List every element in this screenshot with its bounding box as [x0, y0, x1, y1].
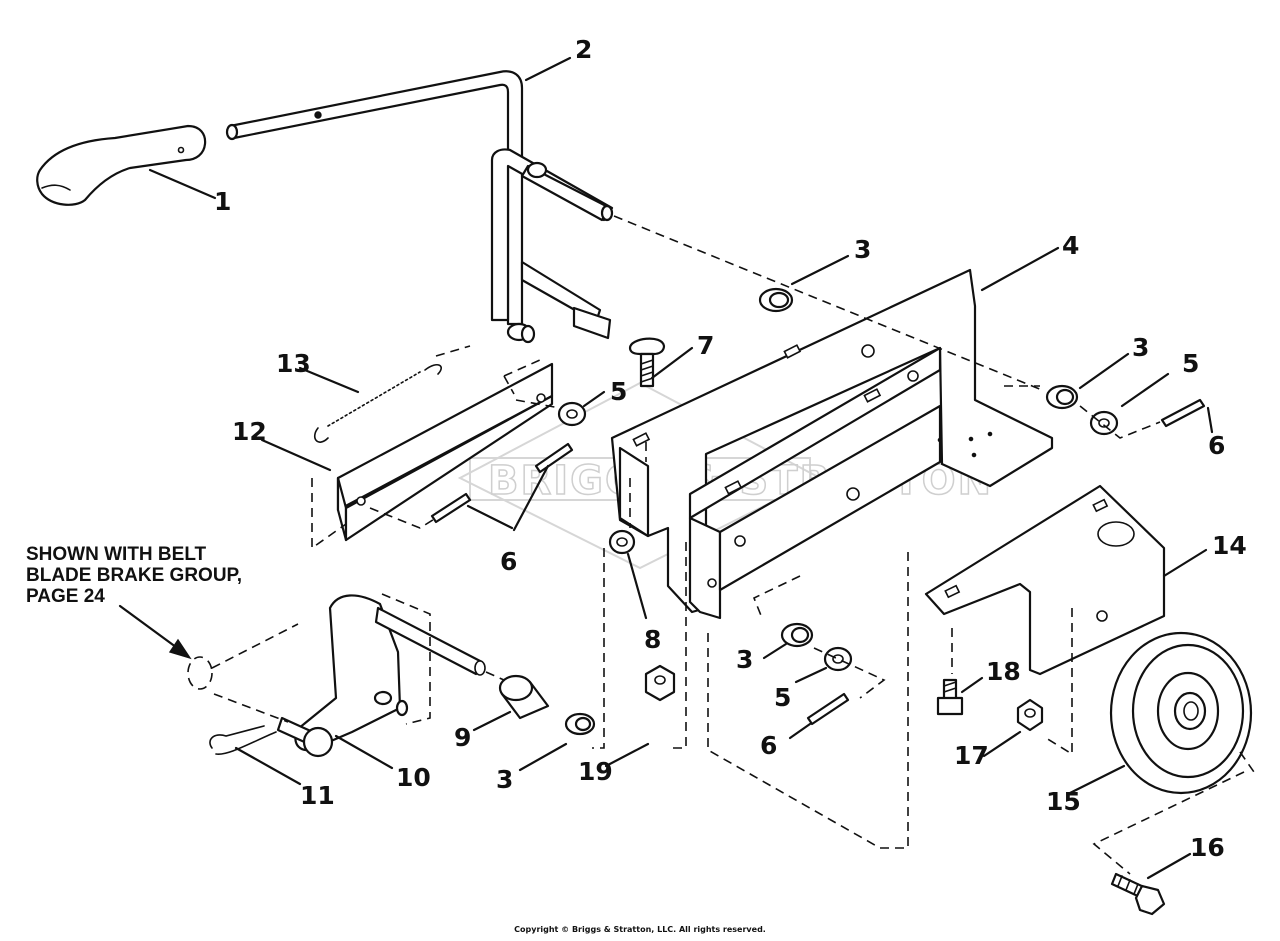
callout-9: 9 — [454, 723, 471, 752]
callout-2: 2 — [575, 35, 592, 64]
note-line-1: SHOWN WITH BELT — [26, 544, 207, 565]
note-line-2: BLADE BRAKE GROUP, — [26, 565, 242, 586]
note-line-3: PAGE 24 — [26, 586, 105, 607]
part-2-lever-rod — [225, 70, 614, 344]
part-5-washers — [557, 401, 1119, 672]
callout-4: 4 — [1062, 231, 1079, 260]
callout-6-right: 6 — [1208, 431, 1225, 460]
callout-3-top: 3 — [854, 235, 871, 264]
part-3-bushings — [564, 287, 1079, 736]
part-13-spring — [313, 363, 442, 443]
assembly-lines — [213, 215, 1255, 875]
callout-12: 12 — [232, 417, 267, 446]
callout-labels: 1 2 3 4 3 5 6 7 5 13 12 6 8 3 5 6 9 3 19… — [214, 35, 1247, 862]
callout-1: 1 — [214, 187, 231, 216]
part-1-handle-grip — [36, 124, 207, 206]
callout-3-right: 3 — [1132, 333, 1149, 362]
part-7-carriage-bolt — [628, 337, 666, 388]
copyright-notice: Copyright © Briggs & Stratton, LLC. All … — [514, 925, 766, 934]
callout-3-mid: 3 — [736, 645, 753, 674]
callout-11: 11 — [300, 781, 335, 810]
callout-5-mid: 5 — [774, 683, 791, 712]
belt-brake-link — [187, 623, 299, 690]
callout-17: 17 — [954, 741, 989, 770]
note-arrow — [118, 604, 192, 660]
callout-16: 16 — [1190, 833, 1225, 862]
callout-13: 13 — [276, 349, 311, 378]
callout-10: 10 — [396, 763, 431, 792]
part-16-bolt — [1110, 872, 1166, 916]
callout-18: 18 — [986, 657, 1021, 686]
part-8-lock-washer — [608, 529, 636, 555]
part-17-nut — [1016, 698, 1044, 732]
callout-5-right: 5 — [1182, 349, 1199, 378]
part-12-link-bar — [336, 362, 554, 542]
callout-5-left: 5 — [610, 377, 627, 406]
part-6-cotter-pins — [430, 398, 1206, 726]
part-18-bolt — [936, 678, 964, 716]
part-19-nut — [644, 664, 676, 702]
leader-lines — [148, 56, 1214, 880]
callout-19: 19 — [578, 757, 613, 786]
callout-14: 14 — [1212, 531, 1247, 560]
callout-3-bottom: 3 — [496, 765, 513, 794]
callout-15: 15 — [1046, 787, 1081, 816]
part-11-hair-pin — [209, 725, 277, 755]
part-15-pulley — [1109, 631, 1253, 795]
part-9-spacer — [498, 674, 550, 720]
part-4-mounting-bracket — [610, 268, 1054, 620]
part-10-pivot-plate — [276, 594, 486, 758]
belt-brake-note: SHOWN WITH BELT BLADE BRAKE GROUP, PAGE … — [26, 544, 242, 607]
callout-8: 8 — [644, 625, 661, 654]
callout-6-mid: 6 — [760, 731, 777, 760]
callout-7: 7 — [697, 331, 714, 360]
callout-6-left: 6 — [500, 547, 517, 576]
part-14-idler-arm — [924, 484, 1166, 676]
